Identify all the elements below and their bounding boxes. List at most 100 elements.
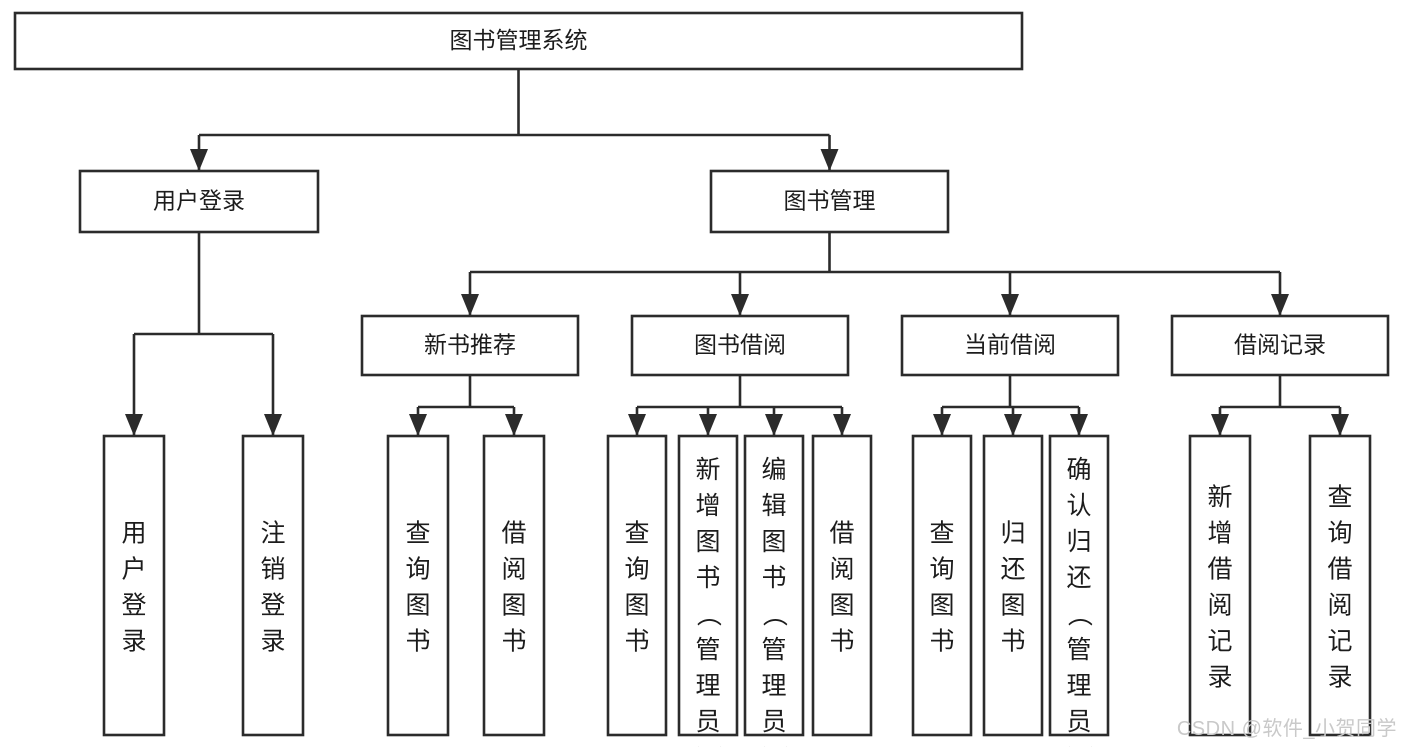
svg-text:询: 询 [1327,520,1352,548]
node-level3-box-1[interactable] [630,314,850,377]
svg-text:阅: 阅 [829,556,854,584]
svg-text:还: 还 [1000,556,1025,584]
login-to-leaves-arrow-0 [125,414,143,436]
node-level3-label-1: 图书借阅 [694,332,786,358]
borrow-to-leaves-arrow-3 [833,414,851,436]
svg-text:阅: 阅 [1327,592,1352,620]
node-level2-label-0: 用户登录 [153,188,245,214]
svg-text:记: 记 [1207,628,1232,656]
svg-text:管: 管 [1066,636,1091,664]
books-to-l3-arrow-3 [1271,294,1289,316]
node-leaf-box-10[interactable] [1048,434,1110,737]
svg-text:新: 新 [695,456,720,484]
node-leaf-box-5[interactable] [677,434,739,737]
svg-text:登: 登 [260,592,285,620]
svg-text:借: 借 [1207,556,1232,584]
node-root-box[interactable] [13,11,1024,71]
svg-text:确: 确 [1066,456,1091,484]
svg-text:（: （ [1065,602,1093,627]
node-leaf-box-1[interactable] [241,434,305,737]
node-leaf-box-4[interactable] [606,434,668,737]
svg-text:书: 书 [1000,628,1025,656]
node-level3-box-0[interactable] [360,314,580,377]
node-leaf-box-7[interactable] [811,434,873,737]
svg-text:销: 销 [260,556,285,584]
svg-text:归: 归 [1066,528,1091,556]
node-level3-label-0: 新书推荐 [424,332,516,358]
svg-text:图: 图 [761,528,786,556]
svg-text:员: 员 [761,708,786,736]
node-layer: 图书管理系统用户登录图书管理新书推荐图书借阅当前借阅借阅记录用户登录注销登录查询… [13,11,1390,747]
current-to-leaves-arrow-2 [1070,414,1088,436]
svg-text:用: 用 [121,520,146,548]
svg-text:书: 书 [929,628,954,656]
svg-text:员: 员 [1066,708,1091,736]
node-leaf-box-3[interactable] [482,434,546,737]
svg-text:）: ） [694,746,722,747]
node-leaf-box-8[interactable] [911,434,973,737]
books-to-l3-arrow-0 [461,294,479,316]
svg-text:图: 图 [1000,592,1025,620]
svg-text:图: 图 [501,592,526,620]
svg-text:录: 录 [1207,664,1232,692]
svg-text:查: 查 [929,520,954,548]
svg-text:理: 理 [761,672,786,700]
svg-text:录: 录 [260,628,285,656]
node-leaf-box-2[interactable] [386,434,450,737]
node-level3-box-3[interactable] [1170,314,1390,377]
node-level3-box-2[interactable] [900,314,1120,377]
svg-text:）: ） [1065,746,1093,747]
svg-text:（: （ [694,602,722,627]
svg-text:新: 新 [1207,484,1232,512]
svg-text:注: 注 [260,520,285,548]
svg-text:管: 管 [761,636,786,664]
node-level2-label-1: 图书管理 [784,188,876,214]
svg-text:归: 归 [1000,520,1025,548]
svg-text:询: 询 [405,556,430,584]
svg-text:辑: 辑 [761,492,786,520]
connector-layer [125,69,1349,436]
svg-text:借: 借 [1327,556,1352,584]
newbook-to-leaves-arrow-1 [505,414,523,436]
svg-text:图: 图 [929,592,954,620]
svg-text:查: 查 [624,520,649,548]
svg-text:录: 录 [1327,664,1352,692]
node-leaf-box-12[interactable] [1308,434,1372,737]
node-leaf-box-6[interactable] [743,434,805,737]
node-leaf-box-11[interactable] [1188,434,1252,737]
svg-text:增: 增 [1207,520,1232,548]
node-leaf-box-9[interactable] [982,434,1044,737]
svg-text:还: 还 [1066,564,1091,592]
svg-text:户: 户 [121,556,146,584]
svg-text:（: （ [760,602,788,627]
node-level3-label-2: 当前借阅 [964,332,1056,358]
node-level2-box-1[interactable] [709,169,950,234]
current-to-leaves-arrow-0 [933,414,951,436]
svg-text:询: 询 [929,556,954,584]
svg-text:阅: 阅 [501,556,526,584]
node-leaf-box-0[interactable] [102,434,166,737]
svg-text:管: 管 [695,636,720,664]
svg-text:借: 借 [829,520,854,548]
node-level2-box-0[interactable] [78,169,320,234]
current-to-leaves-arrow-1 [1004,414,1022,436]
svg-text:图: 图 [829,592,854,620]
svg-text:录: 录 [121,628,146,656]
svg-text:编: 编 [761,456,786,484]
borrow-to-leaves-arrow-0 [628,414,646,436]
records-to-leaves-arrow-1 [1331,414,1349,436]
svg-text:图: 图 [624,592,649,620]
records-to-leaves-arrow-0 [1211,414,1229,436]
svg-text:书: 书 [624,628,649,656]
